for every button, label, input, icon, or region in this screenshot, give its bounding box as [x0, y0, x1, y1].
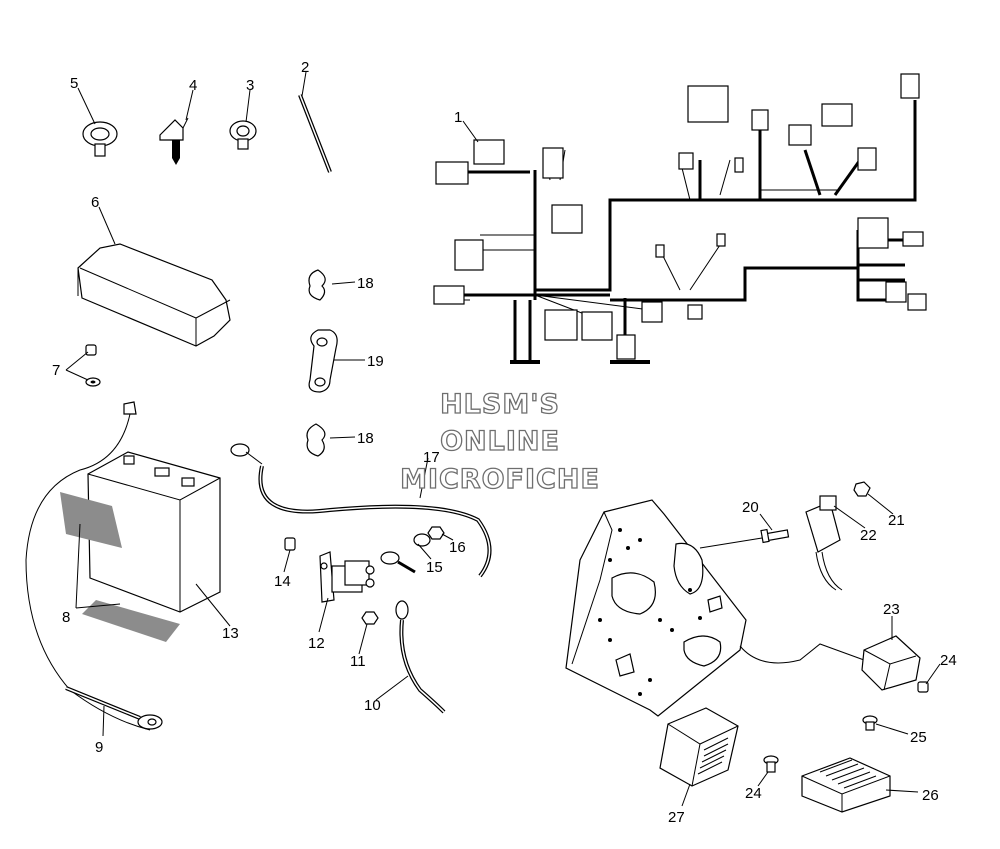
rectifier-26: [801, 757, 891, 813]
clip-18-bottom: [306, 423, 326, 457]
callout-1: 1: [454, 109, 462, 126]
callout-10: 10: [364, 697, 381, 714]
callout-8: 8: [62, 609, 70, 626]
callout-21: 21: [888, 512, 905, 529]
watermark: HLSM'S ONLINE MICROFICHE: [399, 388, 600, 495]
callout-13: 13: [222, 625, 239, 642]
clamp-5: [82, 121, 118, 157]
cable-15: [380, 533, 431, 574]
callout-7: 7: [52, 362, 60, 379]
leader-lines: [65, 71, 941, 807]
cdi-box-23: [861, 635, 921, 691]
bolt-20: [699, 528, 790, 549]
screw-25: [862, 715, 878, 731]
cable-2: [298, 94, 332, 173]
regulator-27: [659, 707, 739, 787]
screw-24-right: [917, 681, 929, 693]
clamp-3: [229, 120, 257, 150]
callout-23: 23: [883, 601, 900, 618]
callout-labels: 1 2 3 4 5 6 7 8 9 10 11 12 13 14 15 16 1…: [52, 59, 957, 826]
callout-15: 15: [426, 559, 443, 576]
callout-24-bottom: 24: [745, 785, 762, 802]
clip-18-top: [308, 269, 326, 301]
bolt-14: [284, 537, 296, 551]
callout-5: 5: [70, 75, 78, 92]
vent-tube: [25, 401, 151, 731]
callout-18-top: 18: [357, 275, 374, 292]
callout-27: 27: [668, 809, 685, 826]
callout-3: 3: [246, 77, 254, 94]
callout-20: 20: [742, 499, 759, 516]
strap-19: [308, 329, 338, 393]
cable-tie-4: [159, 117, 189, 165]
wiring-harness: [433, 73, 927, 364]
ignition-coil-22: [805, 495, 843, 591]
watermark-line-3: MICROFICHE: [400, 464, 600, 495]
callout-12: 12: [308, 635, 325, 652]
mounting-plate: [565, 499, 865, 717]
solenoid-12: [319, 551, 375, 603]
callout-9: 9: [95, 739, 103, 756]
callout-22: 22: [860, 527, 877, 544]
watermark-line-1: HLSM'S: [440, 389, 560, 420]
screw-24-bottom: [763, 755, 779, 773]
watermark-line-2: ONLINE: [440, 426, 560, 457]
nut-21: [853, 481, 871, 497]
callout-14: 14: [274, 573, 291, 590]
callout-25: 25: [910, 729, 927, 746]
cable-10: [395, 600, 446, 714]
callout-4: 4: [189, 77, 197, 94]
callout-18-bottom: 18: [357, 430, 374, 447]
battery-13: [87, 451, 221, 613]
nut-16: [427, 526, 445, 540]
callout-11: 11: [350, 653, 366, 670]
callout-19: 19: [367, 353, 384, 370]
callout-17: 17: [423, 449, 440, 466]
label-8: [60, 492, 180, 642]
battery-pad-6: [77, 243, 231, 347]
screw-7: [85, 344, 101, 387]
callout-16: 16: [449, 539, 466, 556]
nut-11: [361, 611, 379, 625]
callout-24-right: 24: [940, 652, 957, 669]
callout-2: 2: [301, 59, 309, 76]
callout-26: 26: [922, 787, 939, 804]
callout-6: 6: [91, 194, 99, 211]
cable-17: [230, 443, 492, 578]
cable-9: [65, 686, 163, 730]
